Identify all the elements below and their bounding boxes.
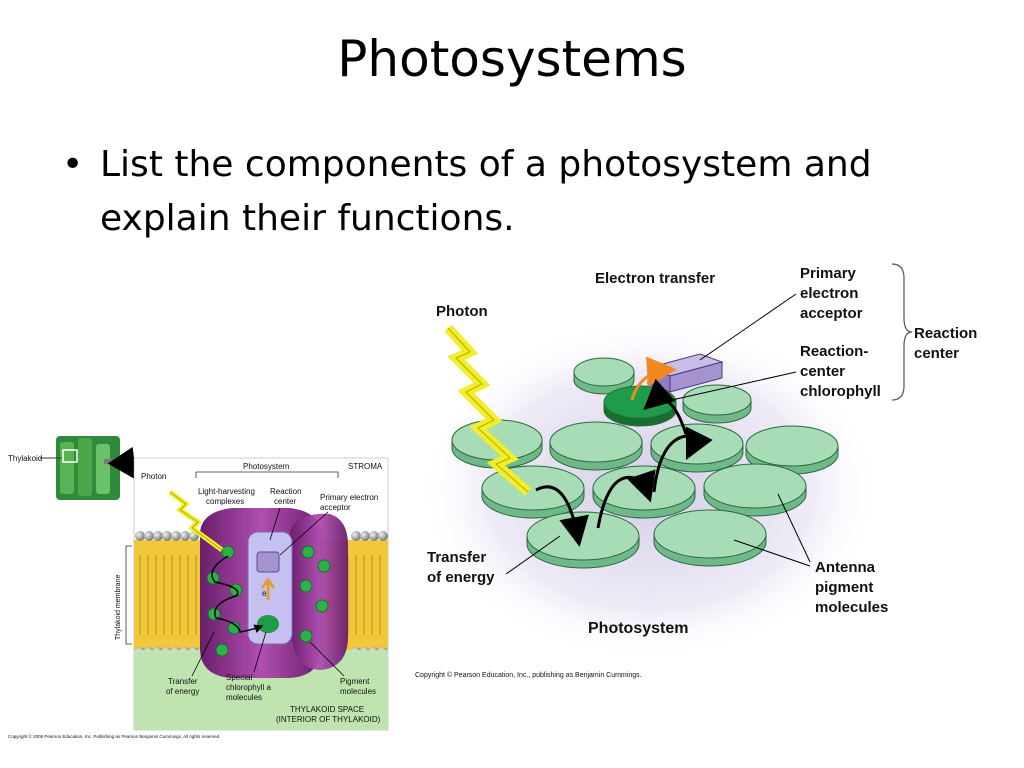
pigment-label-2: molecules [340, 687, 376, 696]
lipid-head [162, 531, 172, 541]
left-energy-transfer-path [211, 555, 264, 633]
left-photon-label: Photon [141, 472, 166, 481]
light-harvesting-label-2: complexes [206, 497, 244, 506]
antenna-pigment-disc [549, 421, 643, 463]
left-primary-acceptor [256, 551, 280, 573]
left-transfer-label-2: of energy [166, 687, 199, 696]
antenna-pigment-disc [653, 509, 767, 559]
lipid-head [135, 531, 145, 541]
light-harvesting-label-1: Light-harvesting [198, 487, 255, 496]
electron-transfer-arrow [630, 356, 677, 401]
right-copyright: Copyright © Pearson Education, Inc., pub… [415, 671, 642, 679]
reaction-center-brace [891, 263, 913, 401]
lipid-head [360, 531, 370, 541]
electron-symbol: e [262, 589, 267, 598]
rc-chl-label-2: center [800, 363, 845, 380]
left-transfer-label-1: Transfer [168, 677, 198, 686]
left-primary-acceptor-label-2: acceptor [320, 503, 351, 512]
antenna-label-1: Antenna [815, 559, 876, 576]
right-primary-label-1: Primary [800, 265, 857, 282]
antenna-pigment-disc [682, 384, 752, 416]
antenna-pigment-disc [703, 463, 807, 509]
lipid-head [351, 531, 361, 541]
energy-arrow-2 [596, 469, 656, 529]
special-chl-label-2: chlorophyll a [226, 683, 271, 692]
bullet-text: List the components of a photosystem and… [100, 144, 872, 239]
lipid-head [180, 531, 190, 541]
rc-chl-label-3: chlorophyll [800, 383, 881, 400]
energy-arrow-3 [652, 426, 713, 493]
antenna-pigment-disc [573, 357, 635, 387]
antenna-label-3: molecules [815, 599, 888, 616]
pigment-label-1: Pigment [340, 677, 370, 686]
chloroplast-thumbnail [56, 436, 120, 500]
right-primary-label-2: electron [800, 285, 858, 302]
reaction-center-label-1: Reaction [270, 487, 302, 496]
lipid-heads-top [135, 531, 388, 541]
antenna-discs [451, 357, 839, 569]
stroma-label: STROMA [348, 462, 383, 471]
left-primary-acceptor-label-1: Primary electron [320, 493, 378, 502]
right-photon-label: Photon [436, 303, 488, 320]
lipid-head [153, 531, 163, 541]
reaction-center-label-2: center [274, 497, 297, 506]
zoom-arrow [103, 446, 137, 481]
left-photosystem-label: Photosystem [243, 462, 290, 471]
space-label-1: THYLAKOID SPACE [290, 705, 364, 714]
antenna-pigment-disc [745, 425, 839, 467]
bullet-point: • List the components of a photosystem a… [62, 138, 962, 246]
space-label-2: (INTERIOR OF THYLAKOID) [276, 715, 381, 724]
antenna-pigment-disc [603, 385, 677, 419]
electron-arrow-icon [260, 577, 276, 600]
lipid-head [171, 531, 181, 541]
special-chl-label-1: Special [226, 673, 252, 682]
left-copyright: Copyright © 2005 Pearson Education, Inc.… [8, 733, 220, 739]
membrane-label: Thylakoid membrane [115, 575, 122, 640]
special-chl-label-3: molecules [226, 693, 262, 702]
lipid-head [144, 531, 154, 541]
rc-chl-label-1: Reaction- [800, 343, 868, 360]
right-caption: Photosystem [588, 620, 688, 637]
bullet-dot-icon: • [62, 144, 84, 185]
reaction-center-label-1: Reaction [914, 325, 977, 342]
right-transfer-label-2: of energy [427, 569, 495, 586]
electron-transfer-label: Electron transfer [595, 270, 715, 287]
energy-arrow-1 [535, 485, 589, 547]
antenna-pigment-disc [526, 511, 640, 561]
right-primary-label-3: acceptor [800, 305, 863, 322]
lipid-head [378, 531, 388, 541]
lipid-head [369, 531, 379, 541]
reaction-center-label-2: center [914, 345, 959, 362]
thylakoid-label: Thylakoid [8, 454, 42, 463]
right-transfer-label-1: Transfer [427, 549, 486, 566]
antenna-label-2: pigment [815, 579, 873, 596]
antenna-pigment-disc [650, 423, 744, 465]
energy-arrow-4 [643, 378, 688, 435]
slide-title: Photosystems [337, 30, 687, 88]
